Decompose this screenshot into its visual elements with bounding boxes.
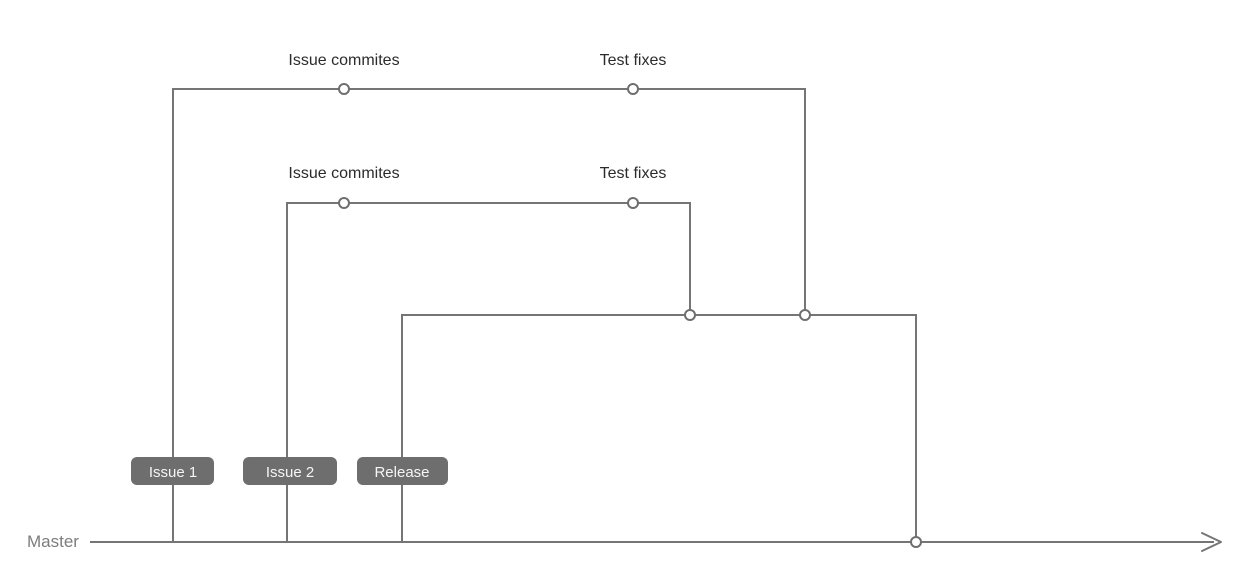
badge-issue-1-background	[131, 457, 214, 485]
branch-issue2-line	[286, 202, 691, 542]
branch-release-line	[401, 314, 917, 542]
commit-circle-issue2-commits	[338, 197, 350, 209]
badge-release: Release	[357, 457, 448, 485]
badge-issue-1: Issue 1	[131, 457, 214, 485]
badge-issue-2-label: Issue 2	[266, 464, 314, 481]
merge-circle-issue2-into-release	[684, 309, 696, 321]
label-issue2-commits: Issue commites	[288, 165, 399, 182]
merge-circle-issue1-into-release	[799, 309, 811, 321]
badge-release-label: Release	[374, 464, 429, 481]
label-issue1-commits: Issue commites	[288, 52, 399, 69]
commit-circle-issue1-commits	[338, 83, 350, 95]
label-issue2-testfixes: Test fixes	[600, 165, 667, 182]
badge-release-background	[357, 457, 448, 485]
commit-circle-issue1-testfixes	[627, 83, 639, 95]
commit-circle-issue2-testfixes	[627, 197, 639, 209]
label-issue1-testfixes: Test fixes	[600, 52, 667, 69]
badge-issue-2: Issue 2	[243, 457, 337, 485]
master-label: Master	[27, 532, 79, 551]
badge-issue-2-background	[243, 457, 337, 485]
badge-issue-1-label: Issue 1	[149, 464, 197, 481]
arrow-right-icon	[1201, 532, 1222, 552]
branch-issue1-line	[172, 88, 806, 542]
merge-circle-release-into-master	[910, 536, 922, 548]
